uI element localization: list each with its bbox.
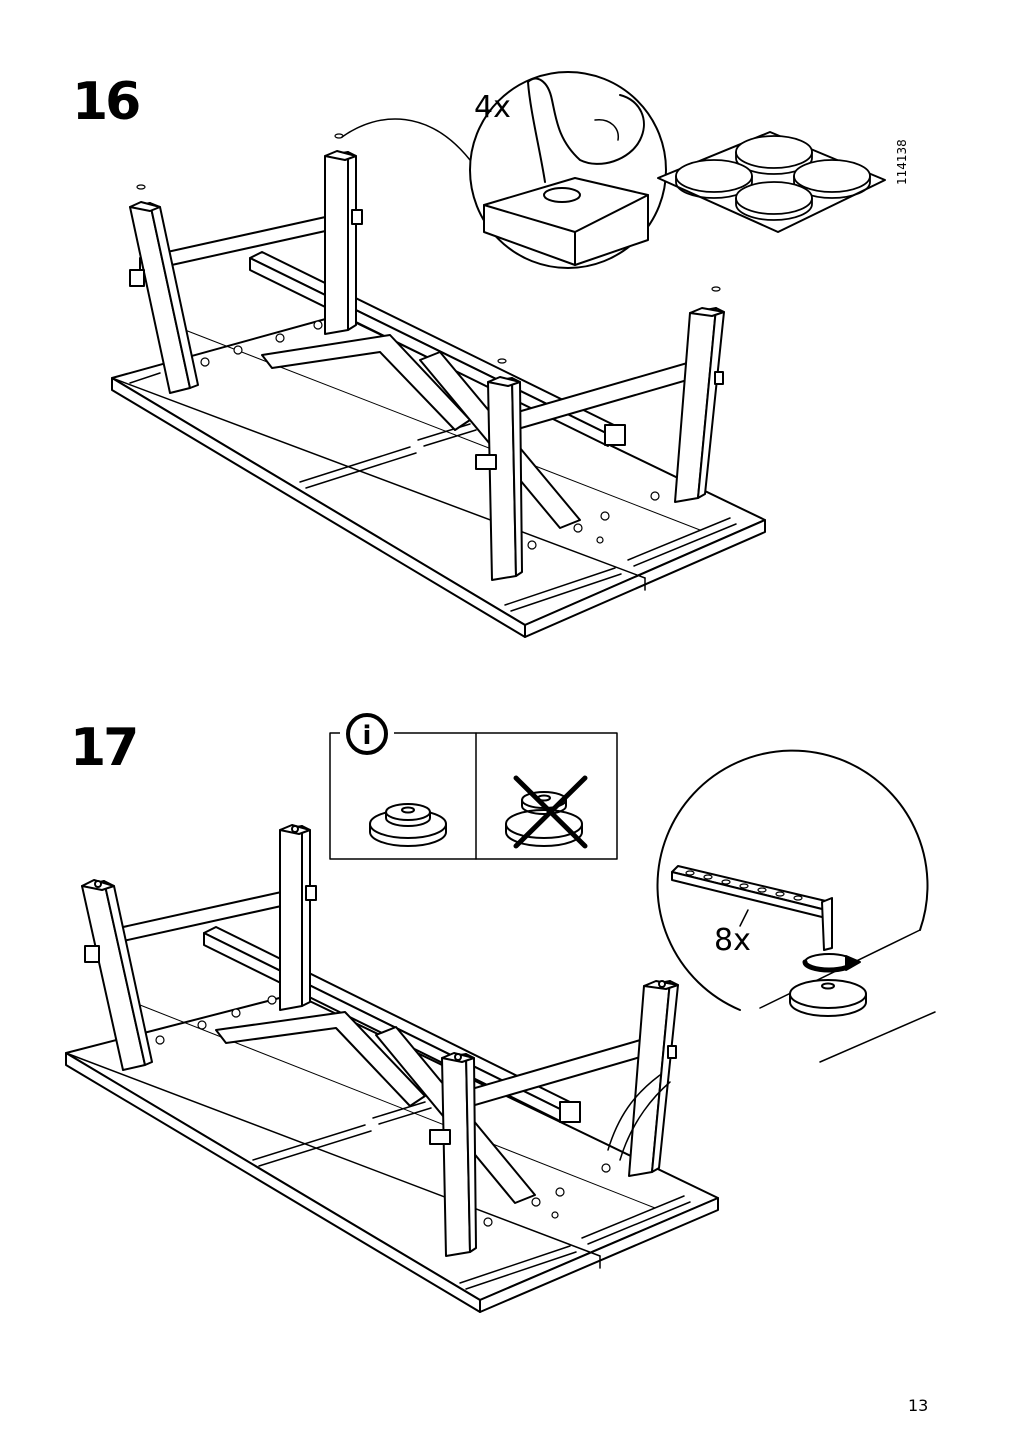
- glide-correct-icon: [369, 803, 447, 847]
- step-16-quantity: 4x: [474, 90, 511, 125]
- diagonal-brace: [375, 1026, 536, 1204]
- step-17-number: 17: [70, 718, 139, 778]
- glide-wrong-icon: [505, 775, 588, 849]
- table-top: [111, 314, 766, 638]
- center-beam: [203, 926, 575, 1111]
- diagonal-brace: [215, 1011, 426, 1107]
- table-legs: [81, 824, 679, 1257]
- felt-pads: [136, 133, 721, 364]
- info-panel: i: [329, 712, 618, 860]
- allen-key-icon: [671, 865, 833, 951]
- info-icon: i: [346, 713, 388, 755]
- table-top: [65, 993, 719, 1313]
- svg-text:i: i: [363, 721, 372, 751]
- rotate-arrow-icon: [802, 953, 861, 973]
- page-number: 13: [908, 1396, 929, 1415]
- detail-callout: [656, 749, 936, 1063]
- step-16-illustration: 4x 114138: [111, 71, 909, 638]
- back-apron: [95, 886, 305, 948]
- step-16-number: 16: [72, 72, 141, 132]
- detail-callout: [341, 71, 667, 269]
- step-17-quantity: 8x: [714, 923, 751, 958]
- table-legs: [129, 150, 725, 581]
- glide-icon: [789, 979, 867, 1017]
- diagonal-brace: [261, 334, 471, 431]
- felt-pad-sheet-icon: [657, 131, 886, 233]
- front-apron: [443, 1031, 669, 1115]
- part-code: 114138: [895, 139, 909, 185]
